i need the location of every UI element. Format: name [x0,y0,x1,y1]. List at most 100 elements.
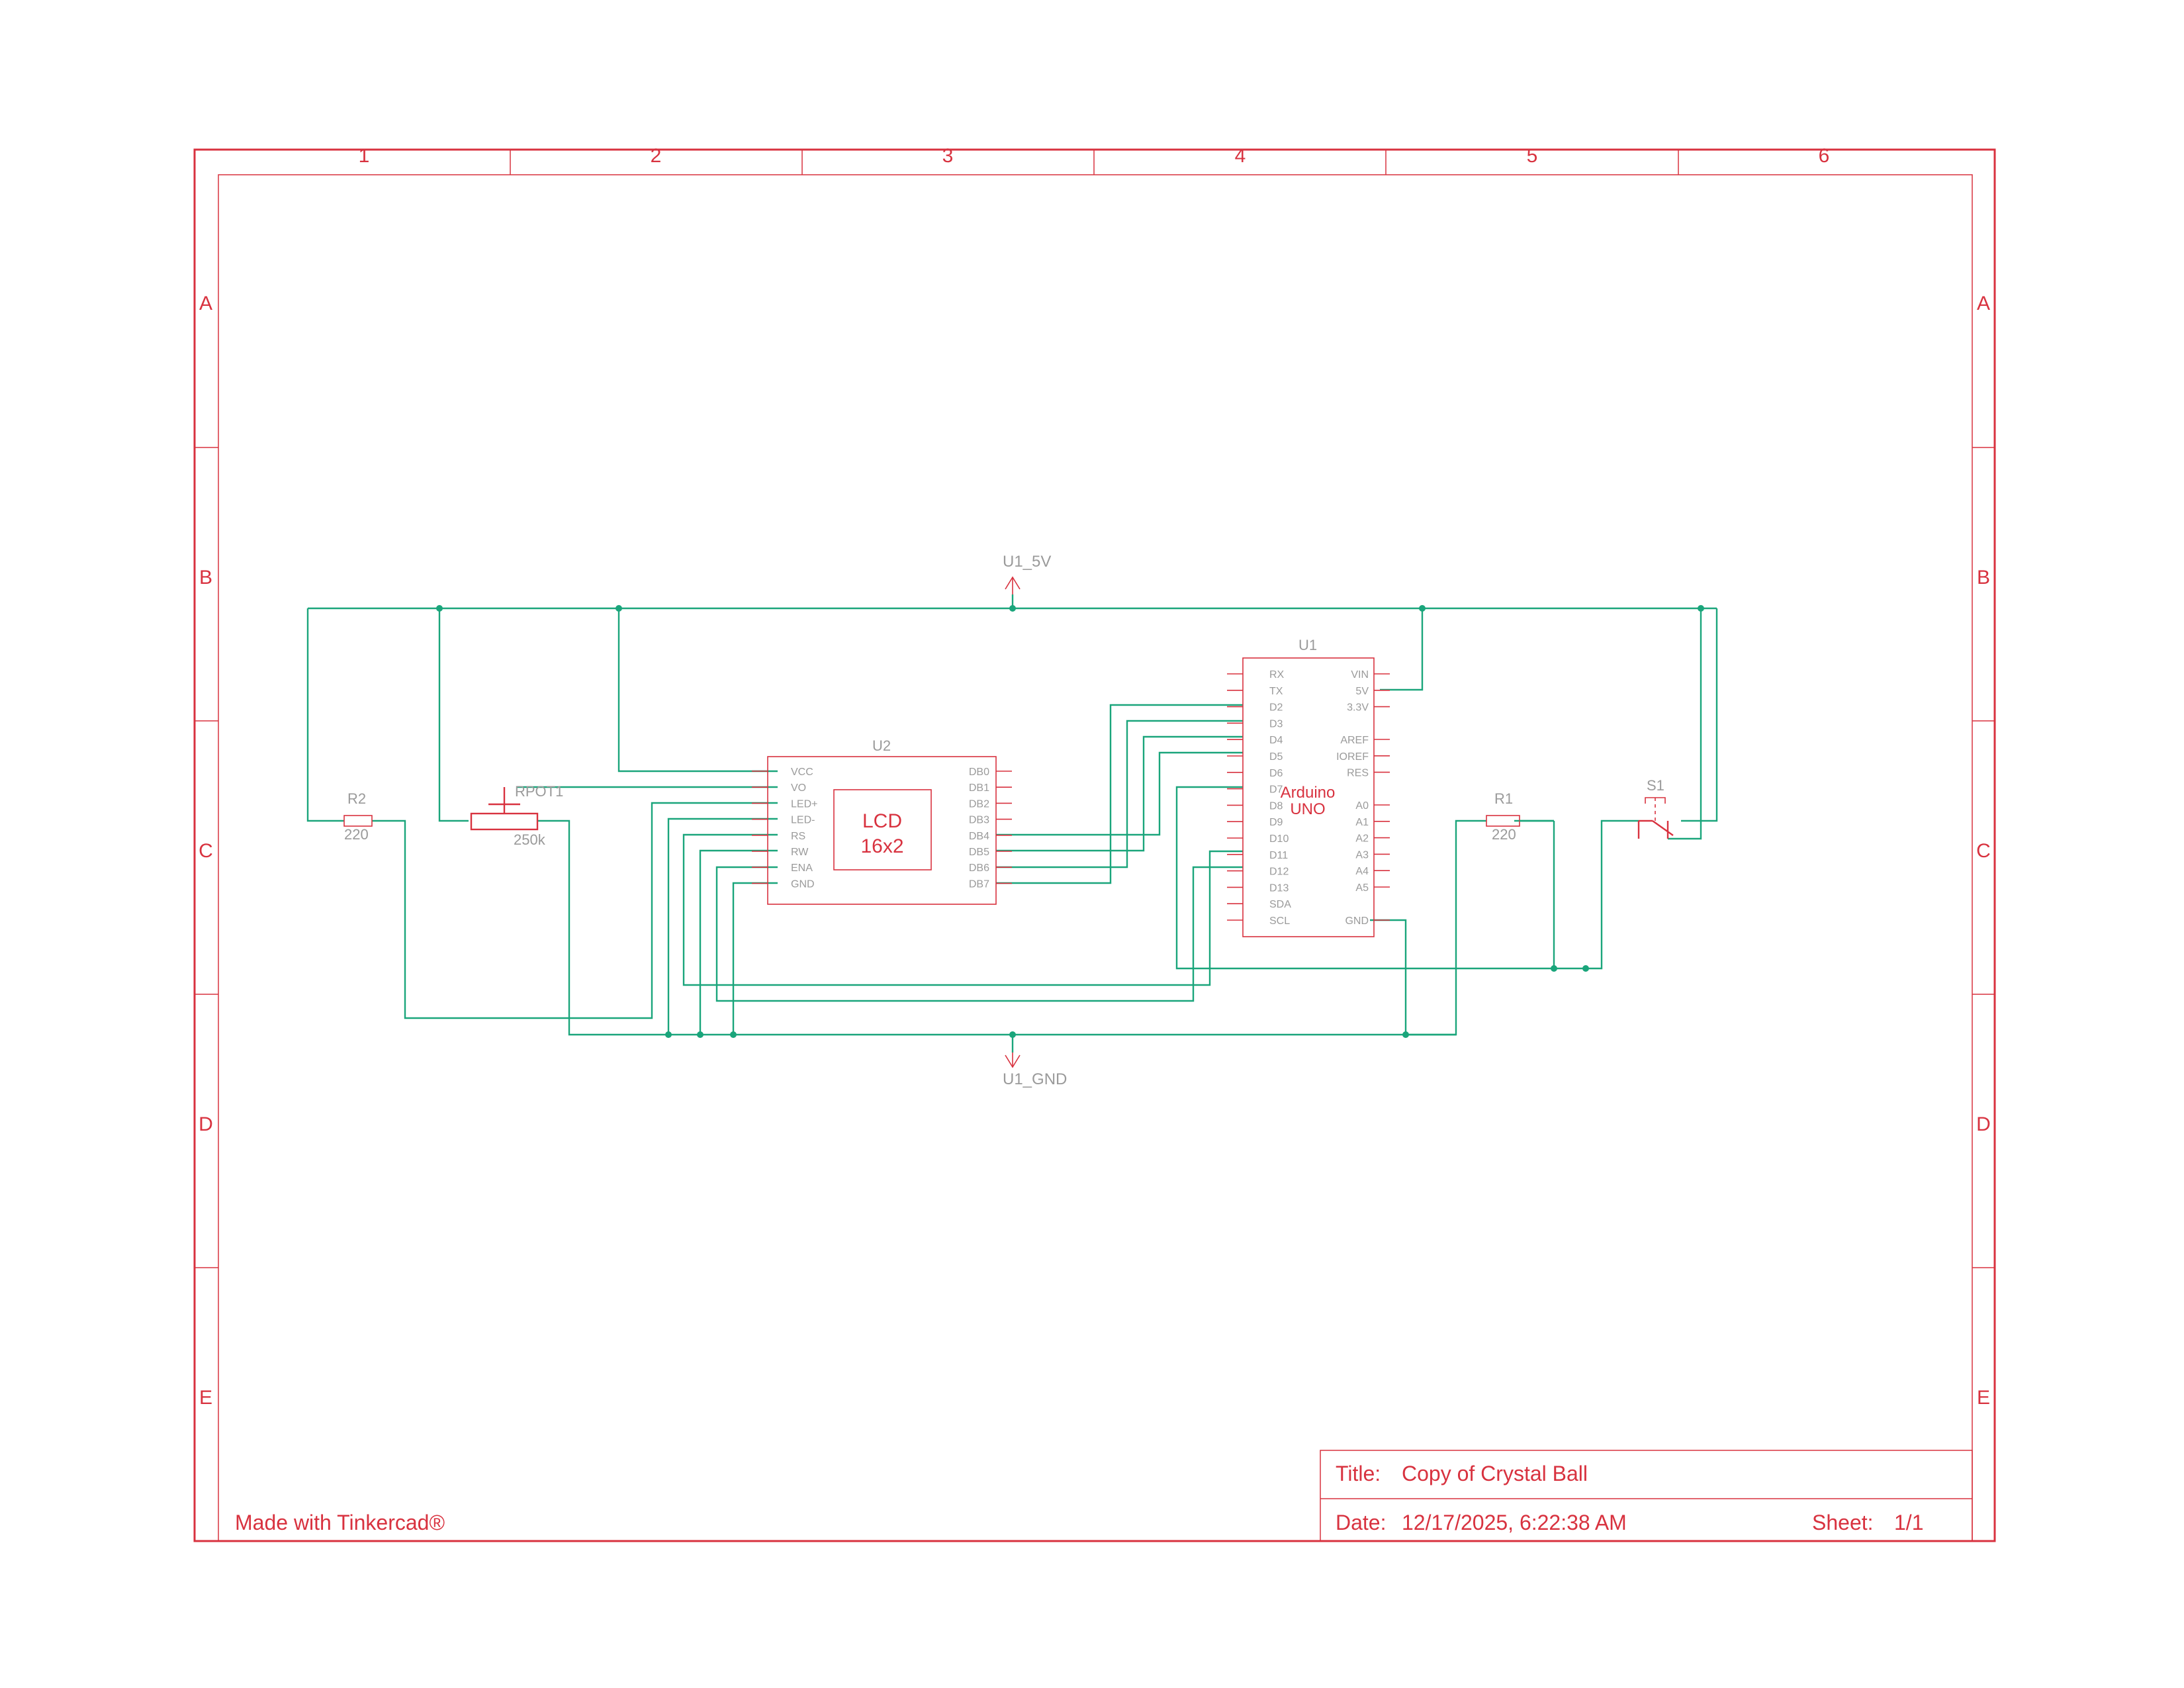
date-label: Date: [1336,1511,1386,1534]
title-block: Title: Copy of Crystal Ball Date: 12/17/… [1320,1450,1973,1542]
column-label: 1 [359,145,370,167]
column-label: 6 [1819,145,1830,167]
pin-label: D6 [1269,768,1283,779]
pin-label: D2 [1269,702,1283,714]
arduino-u1: U1 Arduino UNO RX TX D2D3D4D5D6D7D8D9D10D1… [1227,637,1390,937]
u2-left-pins: VCC VO LED+ LED- RS RW ENA GND [752,767,817,890]
pin-label: GND [1345,915,1369,927]
r2-ref: R2 [347,790,366,807]
pin-label: A0 [1355,800,1369,812]
u2-title-line2: 16x2 [860,835,903,857]
sheet-label: Sheet: [1812,1511,1874,1534]
u2-title-line1: LCD [862,810,902,832]
u1-title-line1: Arduino [1281,784,1336,802]
row-label: B [1977,567,1990,588]
row-label: C [1976,840,1991,862]
pin-label: DB1 [969,782,989,794]
pin-label: VO [791,782,806,794]
drawing-frame: 1 2 3 4 5 6 A B C D E A B C D E [193,145,1996,1542]
r1-ref: R1 [1494,790,1513,807]
column-label: 3 [942,145,954,167]
pin-label: D7 [1269,784,1283,796]
rpot1-ref: RPOT1 [515,783,563,800]
column-label: 2 [651,145,662,167]
r1-value: 220 [1492,826,1516,843]
pin-label: D10 [1269,833,1289,845]
pin-label: D3 [1269,718,1283,729]
pin-label: A5 [1355,882,1369,894]
sheet-value: 1/1 [1894,1511,1923,1534]
row-label: B [199,567,212,588]
pin-label: RES [1347,768,1369,779]
row-label: D [199,1113,213,1135]
column-label: 4 [1235,145,1246,167]
pin-label: AREF [1340,735,1369,746]
pin-label: 5V [1355,686,1369,697]
made-with-tinkercad: Made with Tinkercad® [235,1511,445,1534]
supply-net-label: U1_5V [1003,553,1051,571]
s1-ref: S1 [1647,777,1664,794]
pin-label: DB6 [969,863,989,874]
junctions [436,605,1704,1038]
switch-s1: S1 [1637,777,1674,839]
pin-label: A4 [1355,866,1369,877]
pin-label: D9 [1269,817,1283,828]
pin-label: SCL [1269,915,1290,927]
pin-label: D8 [1269,800,1283,812]
pin-label: D11 [1269,850,1288,861]
pin-label: 3.3V [1347,702,1369,714]
title-label: Title: [1336,1462,1381,1485]
pin-label: DB4 [969,831,989,842]
pin-label: VCC [791,767,813,778]
title-value: Copy of Crystal Ball [1402,1462,1588,1485]
pin-label: DB7 [969,878,989,890]
u2-ref: U2 [872,737,891,754]
column-label: 5 [1527,145,1538,167]
date-value: 12/17/2025, 6:22:38 AM [1402,1511,1627,1534]
pin-label: VIN [1351,669,1369,680]
row-label: D [1976,1113,1991,1135]
pin-label: SDA [1269,899,1291,910]
pin-label: RW [791,847,809,858]
row-label: E [199,1387,212,1409]
pin-label: D13 [1269,882,1289,894]
pin-label: IOREF [1336,751,1369,763]
potentiometer-rpot1: RPOT1 250k [470,783,563,848]
resistor-r2: R2 220 [343,790,373,843]
pin-label: DB2 [969,798,989,810]
pin-label: A2 [1355,833,1369,845]
pin-label: D12 [1269,867,1289,878]
ground-symbol: U1_GND [1003,1053,1067,1088]
pin-label: TX [1269,686,1283,697]
row-label: A [1977,293,1990,314]
supply-symbol: U1_5V [1003,553,1051,594]
row-label: E [1977,1387,1990,1409]
u1-title-line2: UNO [1290,800,1325,818]
pin-label: LED- [791,815,815,826]
pin-label: LED+ [791,798,817,810]
resistor-r1: R1 220 [1486,790,1554,843]
pin-label: RX [1269,669,1285,680]
pin-label: D4 [1269,735,1283,746]
r2-value: 220 [344,826,369,843]
pin-label: DB0 [969,767,989,778]
pin-label: ENA [791,863,813,874]
row-label: C [199,840,213,862]
ground-net-label: U1_GND [1003,1070,1067,1088]
pin-label: D5 [1269,751,1283,763]
pin-label: A3 [1355,849,1369,861]
pin-label: DB3 [969,815,989,826]
pin-label: A1 [1355,817,1369,828]
pin-label: RS [791,831,805,842]
pin-label: DB5 [969,847,989,858]
rpot1-value: 250k [514,831,546,848]
wires [306,594,1718,1053]
row-label: A [199,293,212,314]
pin-label: GND [791,878,815,890]
u1-ref: U1 [1298,637,1317,653]
